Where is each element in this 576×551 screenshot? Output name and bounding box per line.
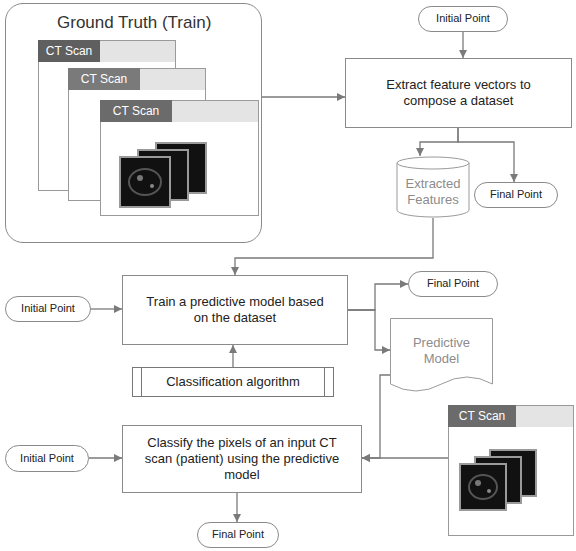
flow-arrow	[348, 310, 390, 350]
flow-arrow	[462, 32, 463, 58]
flow-arrow	[362, 457, 448, 458]
flow-arrow	[362, 375, 390, 458]
flow-arrow	[236, 493, 237, 522]
flow-arrow	[420, 128, 458, 156]
terminal-label: Final Point	[490, 188, 542, 202]
flow-arrow	[232, 345, 233, 367]
node-label: Extract feature vectors to compose a dat…	[366, 77, 551, 110]
node-label: Predictive Model	[398, 335, 485, 368]
terminal-pill: Final Point	[408, 271, 498, 297]
terminal-pill: Final Point	[197, 522, 279, 548]
terminal-label: Final Point	[427, 277, 479, 291]
flow-arrow	[262, 96, 345, 97]
flow-arrow	[91, 308, 122, 309]
process-box: Train a predictive model based on the da…	[122, 275, 348, 345]
flow-arrow	[235, 218, 433, 275]
terminal-label: Initial Point	[436, 12, 490, 26]
terminal-pill: Initial Point	[5, 296, 91, 322]
ct-scan-card: CT Scan	[100, 100, 259, 216]
node-label: Train a predictive model based on the da…	[143, 294, 327, 327]
card-tab-label: CT Scan	[38, 40, 100, 62]
node-label: Classify the pixels of an input CT scan …	[143, 435, 341, 484]
flow-arrow	[89, 457, 122, 458]
data-store-cylinder: Extracted Features	[396, 156, 470, 218]
node-label: Extracted Features	[400, 176, 466, 209]
flow-arrow	[348, 284, 408, 310]
process-box: Classify the pixels of an input CT scan …	[122, 425, 362, 493]
card-tab-label: CT Scan	[448, 405, 516, 427]
document-shape: Predictive Model	[390, 318, 493, 396]
card-tab-label: CT Scan	[68, 68, 140, 90]
ct-scan-card: CT Scan	[68, 68, 206, 201]
terminal-label: Final Point	[212, 528, 264, 542]
terminal-label: Initial Point	[20, 452, 74, 466]
card-tab-label: CT Scan	[100, 100, 172, 122]
group-container: Ground Truth (Train) CT Scan CT Scan CT Sca…	[5, 3, 262, 243]
ct-card-bodies	[39, 41, 574, 536]
process-box: Extract feature vectors to compose a dat…	[345, 58, 572, 128]
terminal-pill: Initial Point	[5, 445, 89, 472]
node-label: Classification algorithm	[166, 374, 300, 390]
ct-scan-card: CT Scan	[448, 405, 574, 536]
terminal-label: Initial Point	[21, 302, 75, 316]
terminal-pill: Initial Point	[418, 6, 508, 32]
terminal-pill: Final Point	[474, 182, 558, 208]
predefined-process: Classification algorithm	[132, 367, 334, 397]
group-heading: Ground Truth (Train)	[57, 13, 211, 33]
